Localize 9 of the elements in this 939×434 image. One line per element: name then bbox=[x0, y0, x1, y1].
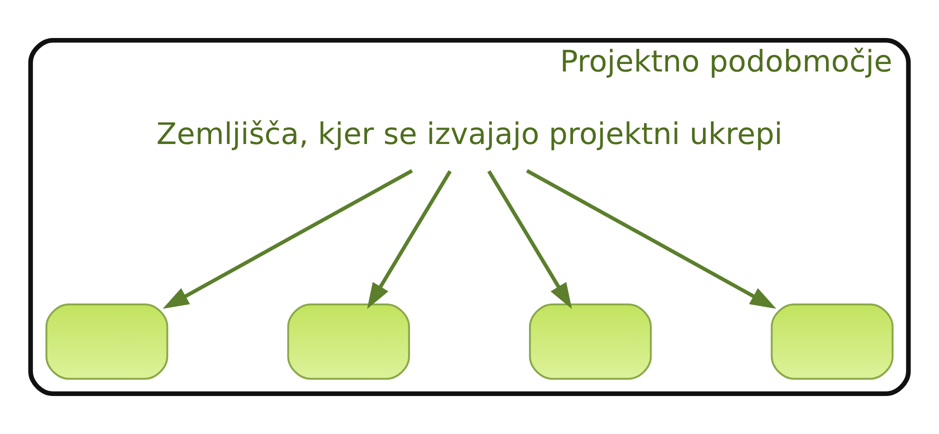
arrow bbox=[162, 169, 413, 309]
node-box bbox=[529, 303, 652, 380]
arrow bbox=[487, 170, 572, 309]
arrow bbox=[526, 169, 776, 309]
arrow bbox=[367, 170, 452, 309]
node-text: Zemljišča, kjer se izvajajo projektni ukrepi bbox=[156, 117, 783, 152]
node-box bbox=[45, 303, 168, 380]
node-box bbox=[287, 303, 410, 380]
node-box bbox=[770, 303, 894, 380]
